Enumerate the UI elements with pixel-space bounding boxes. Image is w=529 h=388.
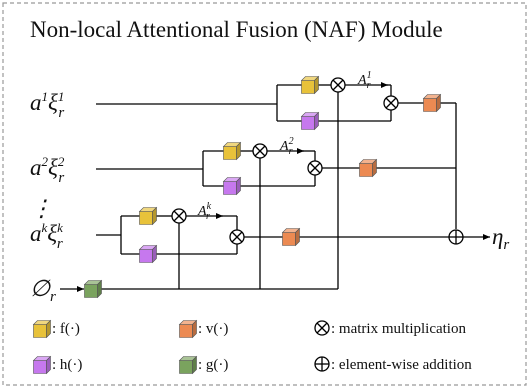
connection-lines xyxy=(60,82,490,292)
ellipsis: ⋮ xyxy=(30,196,53,221)
module-title: Non-local Attentional Fusion (NAF) Modul… xyxy=(30,17,443,42)
legend-text-g: : g(·) xyxy=(198,357,228,373)
purple-cube-icon xyxy=(300,111,320,131)
yellow-cube-icon xyxy=(138,206,158,226)
yellow-cube-icon xyxy=(222,141,242,161)
yellow-cube-icon xyxy=(32,319,52,339)
green-cube-icon xyxy=(178,355,198,375)
legend-text-add: : element-wise addition xyxy=(331,357,472,373)
otimes-icon xyxy=(383,95,399,111)
legend-text-matmul: : matrix multiplication xyxy=(331,321,466,337)
otimes-icon xyxy=(307,160,323,176)
orange-cube-icon xyxy=(281,227,301,247)
orange-cube-icon xyxy=(358,158,378,178)
otimes-icon xyxy=(229,229,245,245)
purple-cube-icon xyxy=(222,176,242,196)
legend-text-v: : v(·) xyxy=(198,321,228,337)
otimes-icon xyxy=(330,77,346,93)
cube-layer xyxy=(32,75,442,375)
legend-text-f: : f(·) xyxy=(52,321,80,337)
yellow-cube-icon xyxy=(300,75,320,95)
output-label: ηr xyxy=(492,224,509,253)
oplus-icon xyxy=(314,356,330,372)
otimes-icon xyxy=(314,320,330,336)
legend-text-h: : h(·) xyxy=(52,357,82,373)
green-cube-icon xyxy=(83,279,103,299)
otimes-icon xyxy=(252,143,268,159)
orange-cube-icon xyxy=(178,319,198,339)
purple-cube-icon xyxy=(32,355,52,375)
purple-cube-icon xyxy=(138,244,158,264)
otimes-icon xyxy=(171,208,187,224)
orange-cube-icon xyxy=(422,93,442,113)
oplus-icon xyxy=(448,229,464,245)
legend: : f(·) : v(·) : matrix multiplication : … xyxy=(52,320,472,373)
phi-input-label: ∅r xyxy=(30,276,56,305)
